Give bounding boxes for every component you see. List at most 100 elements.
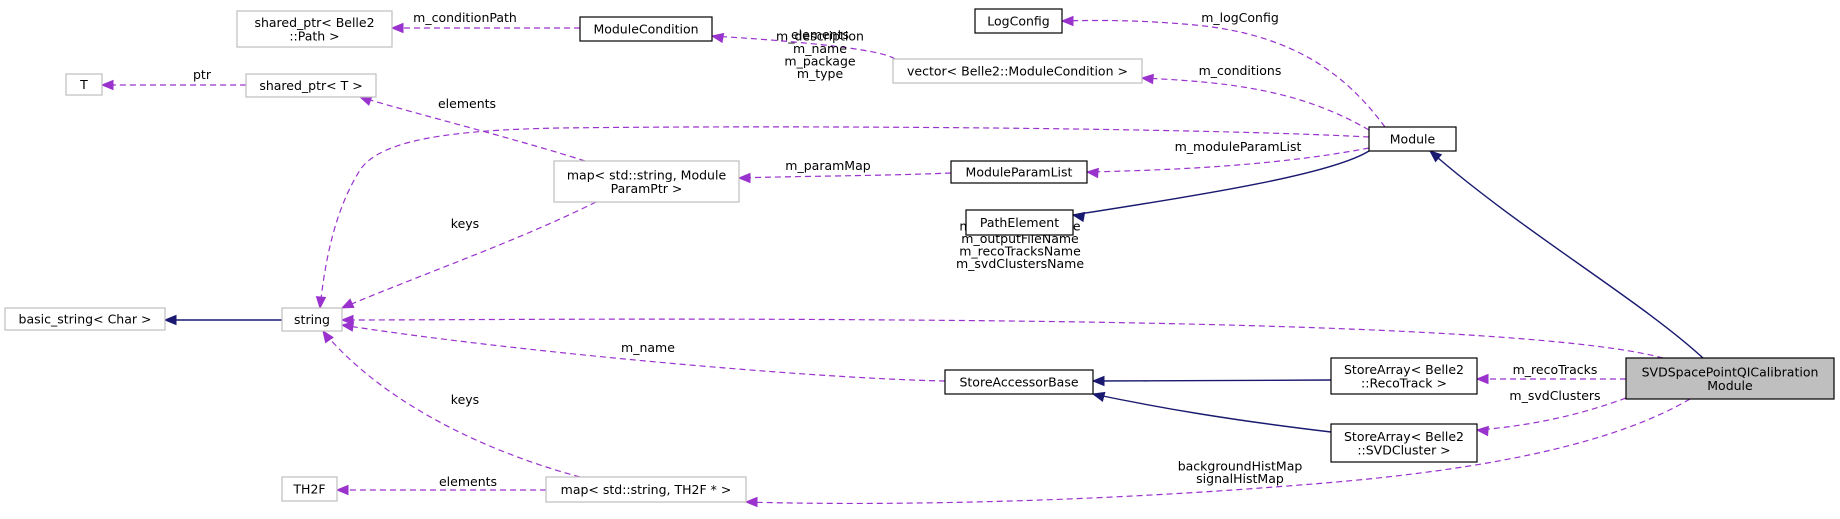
node-box <box>545 476 747 503</box>
edge-svd-inherit <box>1091 391 1332 433</box>
edge-label: m_conditions <box>1199 63 1282 78</box>
edge-reco-tracks: m_recoTracks <box>1475 362 1627 385</box>
node-label: vector< Belle2::ModuleCondition > <box>907 64 1128 79</box>
node-label: LogConfig <box>987 14 1049 29</box>
edge-module-param-list: m_moduleParamList <box>1085 139 1370 179</box>
class-node-store-accessor-base[interactable]: StoreAccessorBase <box>944 369 1094 395</box>
edge-calibration-strings: m_nameOfInstancem_outputFileNamem_recoTr… <box>340 219 1664 359</box>
node-label: StoreAccessorBase <box>959 375 1078 390</box>
arrowhead-icon <box>1475 373 1489 385</box>
edge-line <box>1061 19 1386 128</box>
node-label: Module <box>1707 378 1753 393</box>
node-box <box>245 73 377 98</box>
arrowhead-icon <box>335 484 349 496</box>
arrowhead-icon <box>744 496 758 508</box>
edge-conditions: m_conditions <box>1140 63 1370 131</box>
edge-basic-string-string <box>163 314 283 326</box>
class-node-store-array-reco[interactable]: StoreArray< Belle2::RecoTrack > <box>1330 357 1478 395</box>
arrowhead-icon <box>1091 375 1105 387</box>
node-label: ParamPtr > <box>611 181 683 196</box>
node-box <box>4 307 166 331</box>
node-box <box>579 16 713 42</box>
node-box <box>281 307 343 332</box>
edge-label: m_recoTracksName <box>959 244 1081 259</box>
edge-label: ptr <box>193 67 212 82</box>
node-box <box>974 8 1063 34</box>
arrowhead-icon <box>710 32 725 44</box>
class-node-basic-string[interactable]: basic_string< Char > <box>4 307 166 331</box>
class-node-string[interactable]: string <box>281 307 343 332</box>
edge-line <box>1476 397 1627 431</box>
edge-line <box>1429 150 1704 359</box>
class-node-shared-ptr-path[interactable]: shared_ptr< Belle2::Path > <box>236 10 393 48</box>
arrowhead-icon <box>1475 425 1489 437</box>
edge-line <box>711 35 896 60</box>
node-label: ::RecoTrack > <box>1361 375 1447 390</box>
class-node-map-th2f[interactable]: map< std::string, TH2F * > <box>545 476 747 503</box>
edge-label: m_svdClustersName <box>956 256 1084 271</box>
class-node-store-array-svd[interactable]: StoreArray< Belle2::SVDCluster > <box>1330 423 1478 463</box>
edge-line <box>341 201 597 309</box>
node-label: ModuleParamList <box>966 165 1073 180</box>
edge-condition-path: m_conditionPath <box>390 10 580 34</box>
arrowhead-icon <box>340 298 355 309</box>
class-node-shared-ptr-t[interactable]: shared_ptr< T > <box>245 73 377 98</box>
node-label: SVDSpacePointQICalibration <box>1642 364 1819 379</box>
node-box <box>65 73 103 96</box>
arrowhead-icon <box>340 314 354 326</box>
class-node-th2f[interactable]: TH2F <box>281 476 338 502</box>
edge-reco-inherit <box>1091 375 1332 387</box>
node-label: ModuleCondition <box>593 22 698 37</box>
arrowhead-icon <box>322 329 334 344</box>
edge-label: m_name <box>793 41 847 56</box>
edge-label: elements <box>439 474 497 489</box>
node-box <box>944 369 1094 395</box>
edge-label: backgroundHistMap <box>1178 459 1303 474</box>
edge-line <box>1092 393 1332 433</box>
node-label: string <box>294 312 330 327</box>
class-node-log-config[interactable]: LogConfig <box>974 8 1063 34</box>
class-node-module[interactable]: Module <box>1368 126 1457 152</box>
node-label: T <box>79 77 88 92</box>
node-label: TH2F <box>292 482 325 497</box>
node-label: StoreArray< Belle2 <box>1344 429 1464 444</box>
node-label: shared_ptr< T > <box>259 78 362 93</box>
node-label: ::SVDCluster > <box>1357 442 1450 457</box>
class-node-vector-module-condition[interactable]: vector< Belle2::ModuleCondition > <box>892 58 1143 84</box>
class-node-path-element[interactable]: PathElement <box>965 209 1074 236</box>
edge-label: elements <box>438 96 496 111</box>
node-label: ::Path > <box>289 28 339 43</box>
arrowhead-icon <box>315 296 327 310</box>
edge-line <box>738 172 952 179</box>
edge-label: m_svdClusters <box>1509 388 1600 403</box>
node-label: Module <box>1390 132 1436 147</box>
class-node-module-condition[interactable]: ModuleCondition <box>579 16 713 42</box>
edge-calibration-module <box>1428 150 1704 359</box>
edge-label: m_conditionPath <box>413 10 517 25</box>
class-node-t[interactable]: T <box>65 73 103 96</box>
class-node-module-param-list[interactable]: ModuleParamList <box>950 160 1088 184</box>
node-box <box>553 160 740 203</box>
node-box <box>1330 423 1478 463</box>
edge-label: m_package <box>784 54 856 69</box>
arrowhead-icon <box>340 321 355 332</box>
edge-label: keys <box>451 216 479 231</box>
node-label: shared_ptr< Belle2 <box>254 15 374 30</box>
edge-log-config: m_logConfig <box>1060 10 1386 128</box>
edge-line <box>745 398 1691 505</box>
edge-line <box>1086 147 1370 173</box>
node-label: map< std::string, Module <box>567 167 727 182</box>
node-label: PathElement <box>980 215 1059 230</box>
node-label: map< std::string, TH2F * > <box>561 482 732 497</box>
edge-th2f-keys: keys <box>322 329 581 478</box>
arrowhead-icon <box>390 22 404 34</box>
edge-label: elements <box>791 27 849 42</box>
edge-shared-ptr-elements: elements <box>358 96 586 162</box>
node-box <box>236 10 393 48</box>
node-box <box>950 160 1088 184</box>
arrowhead-icon <box>737 172 751 184</box>
